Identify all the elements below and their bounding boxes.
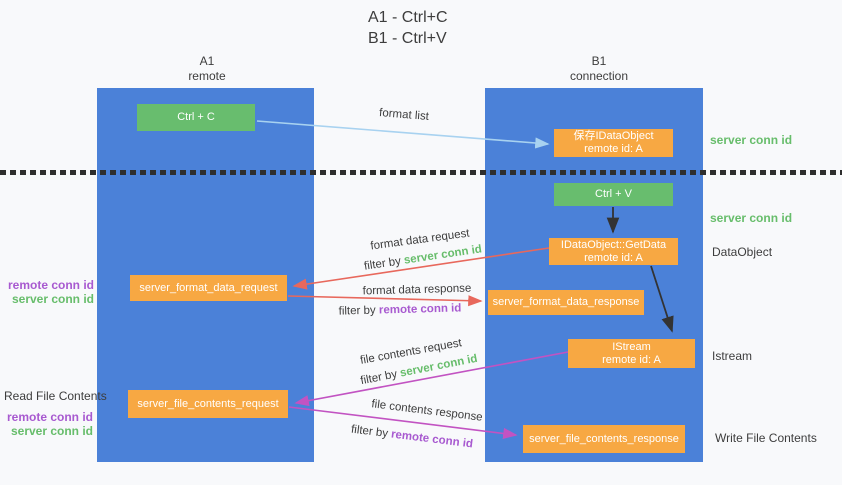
istream-line1: IStream xyxy=(612,340,651,353)
save-idataobject-line2: remote id: A xyxy=(584,143,643,155)
session-divider-line xyxy=(0,170,842,175)
format-server-conn-id: server conn id xyxy=(11,292,94,306)
getdata-node: IDataObject::GetData remote id: A xyxy=(549,238,678,265)
server-file-contents-response-label: server_file_contents_response xyxy=(529,432,679,445)
istream-annotation: Istream xyxy=(712,349,753,363)
format-remote-conn-id: remote conn id xyxy=(7,278,94,292)
filter-by-remote-conn-id-label-1: filter by remote conn id xyxy=(339,302,462,317)
dataobject-annotation: DataObject xyxy=(712,245,773,259)
ctrl-v-label: Ctrl + V xyxy=(595,188,632,200)
getdata-line2: remote id: A xyxy=(584,251,643,264)
file-contents-response-label: file contents response xyxy=(370,398,484,424)
title-line-2: B1 - Ctrl+V xyxy=(368,30,447,47)
column-a1-role: remote xyxy=(188,69,226,83)
server-file-contents-request-node: server_file_contents_request xyxy=(128,390,288,418)
format-conn-id-annotation: remote conn id server conn id xyxy=(6,278,94,306)
file-server-conn-id: server conn id xyxy=(10,424,93,438)
server-format-data-request-label: server_format_data_request xyxy=(139,281,278,294)
diagram-title: A1 - Ctrl+C B1 - Ctrl+V xyxy=(368,7,448,49)
column-a1-name: A1 xyxy=(199,54,215,68)
column-header-a1: A1 remote xyxy=(147,54,267,84)
ctrl-v-node: Ctrl + V xyxy=(554,183,673,206)
istream-node: IStream remote id: A xyxy=(568,339,695,368)
read-file-contents-annotation: Read File Contents xyxy=(4,389,107,403)
server-conn-id-annotation-top: server conn id xyxy=(710,133,793,147)
format-list-label: format list xyxy=(378,107,430,123)
remote-conn-id-text: remote conn id xyxy=(378,302,462,317)
ctrl-c-node: Ctrl + C xyxy=(137,104,255,131)
file-remote-conn-id: remote conn id xyxy=(6,410,93,424)
filter-by-text: filter by xyxy=(338,304,380,318)
column-b1-name: B1 xyxy=(591,54,607,68)
file-conn-id-annotation: Read File Contents remote conn id server… xyxy=(4,389,107,438)
server-format-data-response-node: server_format_data_response xyxy=(488,290,644,315)
server-conn-id-annotation-mid: server conn id xyxy=(710,211,793,225)
save-idataobject-node: 保存IDataObject remote id: A xyxy=(554,129,673,157)
format-data-response-label: format data response xyxy=(362,282,472,298)
filter-by-text: filter by xyxy=(359,367,402,388)
server-file-contents-response-node: server_file_contents_response xyxy=(523,425,685,453)
server-conn-id-text: server conn id xyxy=(403,243,483,267)
column-b1-role: connection xyxy=(569,69,629,83)
column-header-b1: B1 connection xyxy=(539,54,659,84)
ctrl-c-label: Ctrl + C xyxy=(177,111,215,123)
filter-by-text: filter by xyxy=(350,423,392,441)
title-line-1: A1 - Ctrl+C xyxy=(368,9,448,26)
server-format-data-response-label: server_format_data_response xyxy=(492,296,640,308)
getdata-line1: IDataObject::GetData xyxy=(560,238,667,251)
server-format-data-request-node: server_format_data_request xyxy=(130,275,287,301)
filter-by-text: filter by xyxy=(363,254,405,273)
write-file-contents-annotation: Write File Contents xyxy=(715,431,817,445)
save-idataobject-line1: 保存IDataObject xyxy=(573,130,654,142)
filter-by-remote-conn-id-label-2: filter by remote conn id xyxy=(350,424,473,451)
remote-conn-id-text: remote conn id xyxy=(390,428,474,451)
server-file-contents-request-label: server_file_contents_request xyxy=(137,397,279,410)
istream-line2: remote id: A xyxy=(602,353,661,366)
